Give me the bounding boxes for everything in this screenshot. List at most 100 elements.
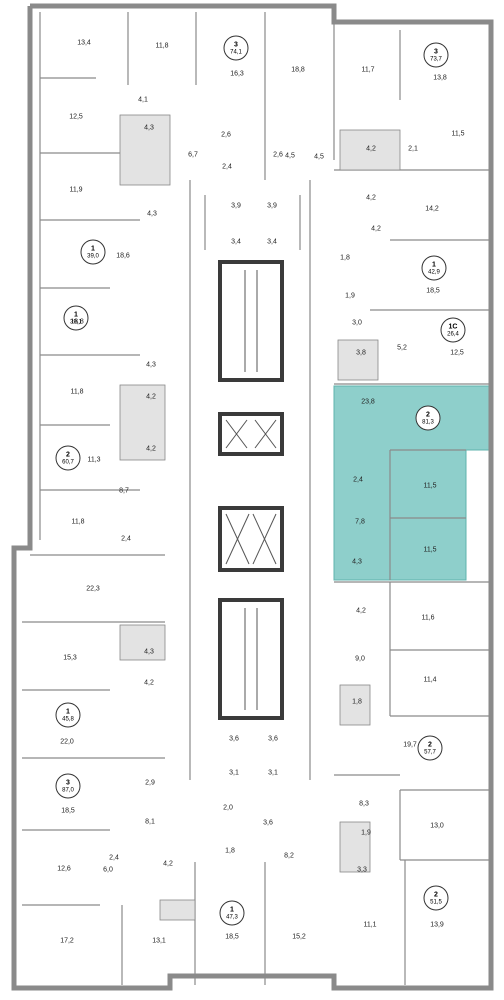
room-area-label: 3,0: [352, 319, 362, 327]
stairs-and-lifts: [225, 270, 277, 710]
room-area-label: 8,3: [359, 800, 369, 808]
room-area-label: 8,2: [284, 852, 294, 860]
rooms-count: 2: [66, 451, 70, 458]
rooms-count: 1: [432, 261, 436, 268]
room-area-label: 4,2: [163, 860, 173, 868]
room-area-label: 12,5: [450, 349, 464, 357]
apartment-area: 81,3: [422, 419, 434, 425]
room-area-label: 3,1: [229, 769, 239, 777]
rooms-count: 3: [234, 41, 238, 48]
room-area-label: 4,2: [144, 679, 154, 687]
room-area-label: 22,0: [60, 738, 74, 746]
room-area-label: 18,8: [70, 318, 84, 326]
room-area-label: 4,3: [147, 210, 157, 218]
room-area-label: 22,3: [86, 585, 100, 593]
rooms-count: 1: [66, 708, 70, 715]
rooms-count: 3: [434, 48, 438, 55]
room-area-label: 2,6: [221, 131, 231, 139]
rooms-count: 1: [230, 906, 234, 913]
room-area-label: 2,4: [353, 476, 363, 484]
apartment-area: 47,3: [226, 914, 238, 920]
room-area-label: 1,9: [361, 829, 371, 837]
room-area-label: 11,4: [423, 676, 437, 684]
rooms-count: 1С: [448, 323, 458, 330]
apartment-area: 45,8: [62, 716, 74, 722]
room-area-label: 16,3: [230, 70, 244, 78]
apartment-area: 26,4: [447, 331, 459, 337]
room-area-label: 9,0: [355, 655, 365, 663]
room-area-label: 2,4: [222, 163, 232, 171]
room-area-label: 2,4: [121, 535, 131, 543]
room-area-label: 4,3: [144, 124, 154, 132]
room-area-label: 3,9: [231, 202, 241, 210]
room-area-label: 4,3: [146, 361, 156, 369]
room-area-label: 6,0: [103, 866, 113, 874]
room-area-label: 11,8: [71, 518, 85, 526]
bathrooms: [119, 114, 401, 921]
room-area-label: 18,5: [426, 287, 440, 295]
room-area-label: 8,7: [119, 487, 129, 495]
room-area-label: 6,7: [188, 151, 198, 159]
room-area-label: 3,1: [268, 769, 278, 777]
room-area-label: 11,8: [70, 388, 84, 396]
room-area-label: 4,3: [352, 558, 362, 566]
rooms-count: 3: [66, 779, 70, 786]
room-area-label: 13,9: [430, 921, 444, 929]
room-area-label: 3,6: [268, 735, 278, 743]
room-area-label: 18,8: [291, 66, 305, 74]
room-area-label: 3,4: [231, 238, 241, 246]
room-area-label: 4,3: [144, 648, 154, 656]
apartment-area: 39,0: [87, 253, 99, 259]
room-area-label: 3,9: [267, 202, 277, 210]
room-area-label: 2,0: [223, 804, 233, 812]
room-area-label: 23,8: [361, 398, 375, 406]
apartment-area: 87,0: [62, 787, 74, 793]
room-area-label: 19,7: [403, 741, 417, 749]
room-area-label: 7,8: [355, 518, 365, 526]
room-area-label: 2,6: [273, 151, 283, 159]
room-area-label: 3,6: [263, 819, 273, 827]
room-area-label: 1,8: [352, 698, 362, 706]
room-area-label: 11,5: [423, 482, 437, 490]
rooms-count: 2: [434, 891, 438, 898]
apartment-area: 73,7: [430, 56, 442, 62]
room-area-label: 13,8: [433, 74, 447, 82]
room-area-label: 4,2: [356, 607, 366, 615]
room-area-label: 11,1: [363, 921, 377, 929]
room-area-label: 1,8: [225, 847, 235, 855]
room-area-label: 3,3: [357, 866, 367, 874]
room-area-label: 11,3: [87, 456, 101, 464]
room-area-label: 1,9: [345, 292, 355, 300]
room-area-label: 15,3: [63, 654, 77, 662]
room-area-label: 18,6: [116, 252, 130, 260]
room-area-label: 2,9: [145, 779, 155, 787]
rooms-count: 2: [426, 411, 430, 418]
room-area-label: 4,1: [138, 96, 148, 104]
room-area-label: 12,5: [69, 113, 83, 121]
room-area-label: 5,2: [397, 344, 407, 352]
room-area-label: 17,2: [60, 937, 74, 945]
room-area-label: 3,6: [229, 735, 239, 743]
room-area-label: 11,7: [361, 66, 375, 74]
rooms-count: 1: [91, 245, 95, 252]
core-walls: [218, 260, 284, 720]
rooms-count: 1: [74, 311, 78, 318]
apartment-area: 42,9: [428, 269, 440, 275]
room-area-label: 13,0: [430, 822, 444, 830]
room-area-label: 4,2: [371, 225, 381, 233]
apartment-area: 60,7: [62, 459, 74, 465]
room-area-label: 15,2: [292, 933, 306, 941]
apartment-area: 57,7: [424, 749, 436, 755]
